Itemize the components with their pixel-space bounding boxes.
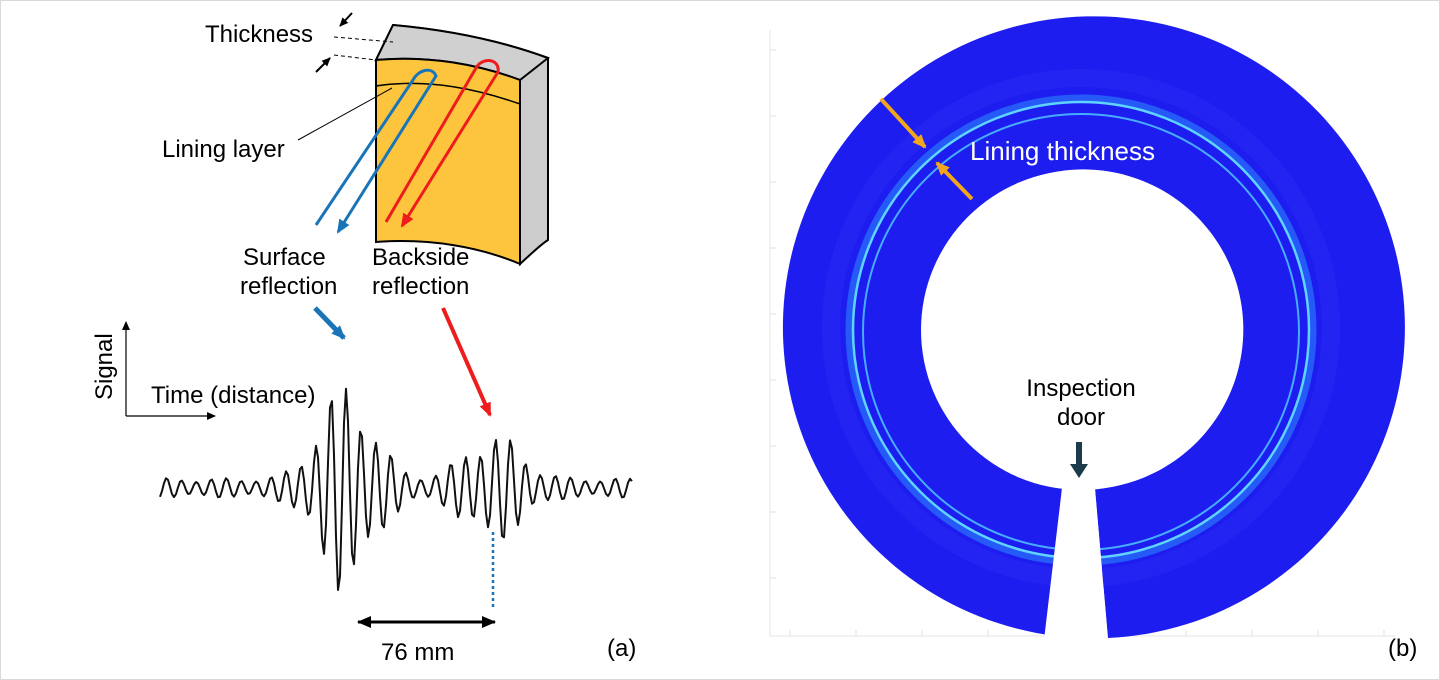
panel-b-letter: (b) xyxy=(1388,635,1417,662)
inspection-door-gap xyxy=(1044,488,1108,640)
lining-thickness-label: Lining thickness xyxy=(970,136,1155,166)
backside-reflection-ray xyxy=(384,59,500,228)
thickness-label: Thickness xyxy=(205,21,313,48)
thickness-arrow-bottom xyxy=(315,57,331,73)
lining-layer-block xyxy=(375,57,521,266)
door-gap-top xyxy=(1058,475,1100,489)
distance-label: 76 mm xyxy=(381,639,454,666)
backside-reflection-label-line1: Backside xyxy=(372,244,469,271)
panel-a: Thickness Lining layer Surface reflectio… xyxy=(91,12,636,666)
thickness-arrow-top xyxy=(339,12,353,27)
panel-b: Lining thickness Inspection door (b) xyxy=(769,16,1417,662)
signal-axis-label: Signal xyxy=(91,333,118,400)
backside-peak-arrow xyxy=(441,307,492,417)
door-arrow-head xyxy=(1070,464,1088,478)
signal-waveform xyxy=(159,387,633,591)
surface-reflection-label-line2: reflection xyxy=(240,273,337,300)
time-axis-label: Time (distance) xyxy=(151,382,315,409)
surface-reflection-ray xyxy=(314,68,438,234)
thickness-guide-bottom xyxy=(333,54,377,61)
panel-a-letter: (a) xyxy=(607,635,636,662)
thickness-guide-top xyxy=(333,36,394,43)
backside-reflection-label-line2: reflection xyxy=(372,273,469,300)
surface-reflection-label-line1: Surface xyxy=(243,244,326,271)
ring-inner-hole xyxy=(921,170,1241,490)
lining-interface-line xyxy=(375,82,521,105)
inspection-door-label-line1: Inspection xyxy=(1026,375,1135,402)
lining-layer-label: Lining layer xyxy=(162,136,285,163)
lining-layer-leader xyxy=(297,87,393,141)
surface-peak-arrow xyxy=(313,306,346,340)
thickness-arrow-outer xyxy=(879,97,927,149)
thickness-arrow-inner xyxy=(935,161,974,201)
inspection-door-label-line2: door xyxy=(1057,404,1105,431)
